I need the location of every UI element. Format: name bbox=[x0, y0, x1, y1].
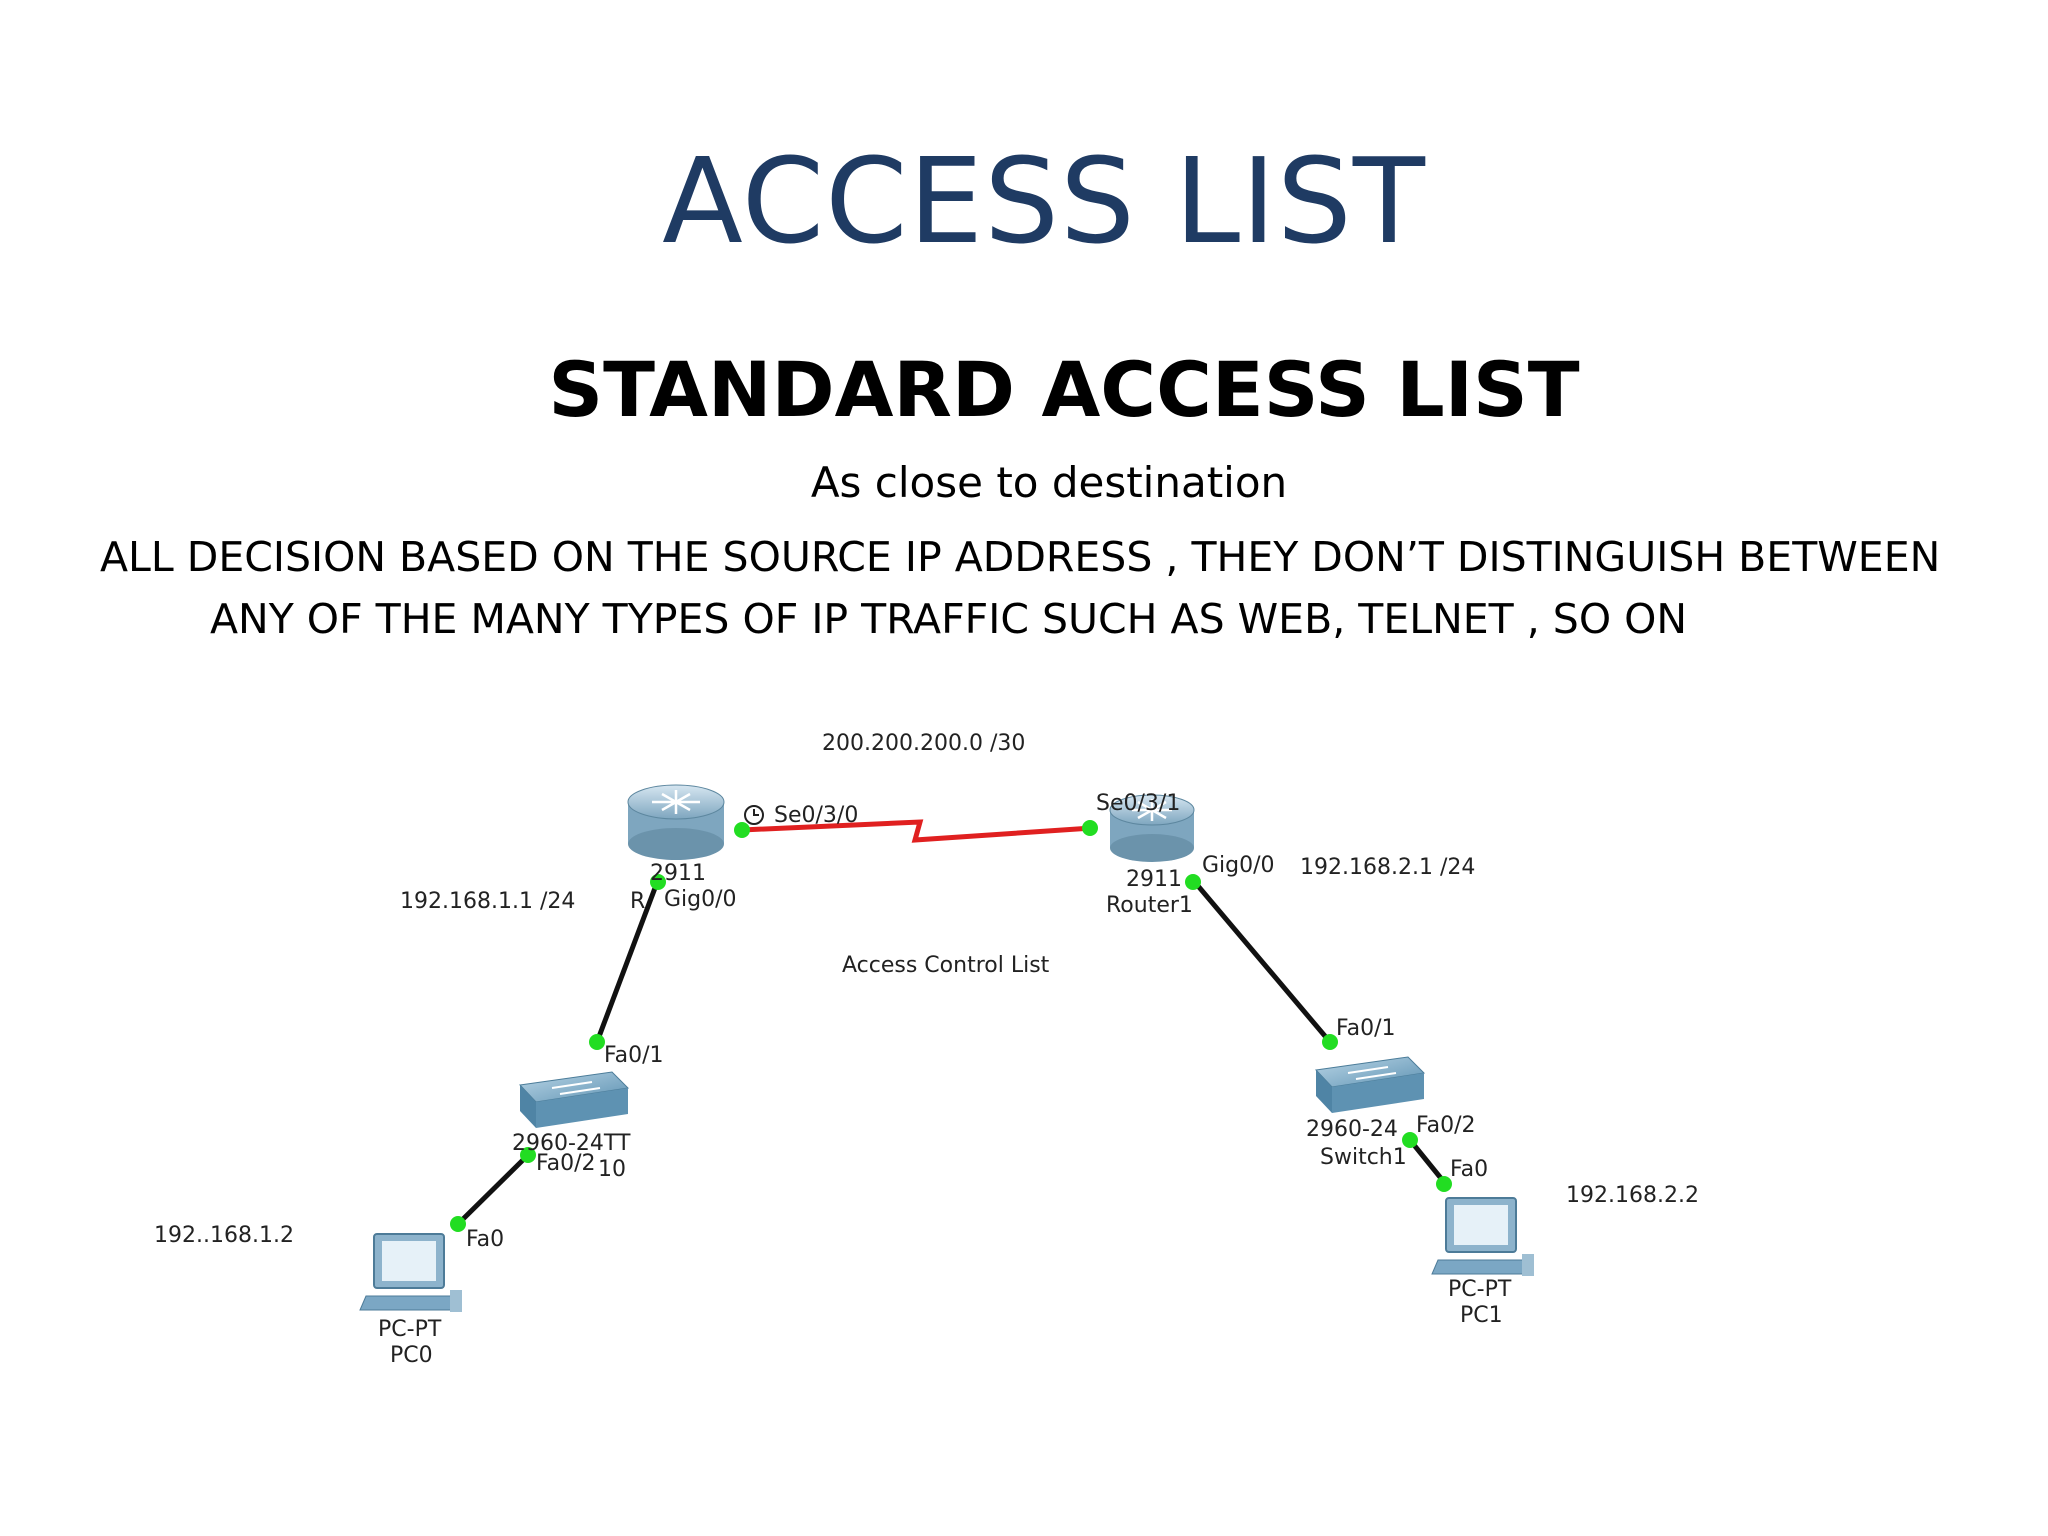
pc0-type-label: PC-PT bbox=[378, 1317, 442, 1342]
slide-tagline: As close to destination bbox=[810, 458, 1288, 507]
r1-model-label: 2911 bbox=[1126, 867, 1182, 892]
ethernet-link-r1-sw1 bbox=[1191, 878, 1332, 1044]
ethernet-link-r0-sw0 bbox=[594, 879, 661, 1043]
r1-name-label: Router1 bbox=[1106, 893, 1193, 918]
sw0-model-label: 2960-24TT bbox=[512, 1131, 631, 1156]
port-dot-se0-3-1 bbox=[1082, 820, 1098, 836]
port-dot-sw0-fa0-2 bbox=[520, 1147, 536, 1163]
switch-icon bbox=[1314, 1056, 1426, 1113]
sw0-downlink-label: Fa0/2 bbox=[536, 1151, 596, 1176]
r0-serial-label: Se0/3/0 bbox=[774, 803, 858, 828]
router-icon bbox=[1109, 794, 1195, 862]
wan-network-label: 200.200.200.0 /30 bbox=[822, 731, 1025, 756]
switch-icon bbox=[518, 1071, 630, 1128]
port-dot-r0-gig0-0 bbox=[650, 874, 666, 890]
r1-gig-label: Gig0/0 bbox=[1202, 853, 1275, 878]
clock-icon bbox=[744, 805, 764, 825]
sw0-uplink-label: Fa0/1 bbox=[604, 1043, 664, 1068]
router-icon bbox=[627, 784, 725, 860]
body-line-1: ALL DECISION BASED ON THE SOURCE IP ADDR… bbox=[100, 533, 1941, 581]
slide-title: ACCESS LIST bbox=[662, 132, 1426, 270]
ethernet-link-sw0-pc0 bbox=[456, 1153, 530, 1226]
r1-serial-label: Se0/3/1 bbox=[1096, 791, 1180, 816]
r0-gig-label: Gig0/0 bbox=[664, 887, 737, 912]
sw1-name-label: Switch1 bbox=[1320, 1145, 1407, 1170]
network-topology-diagram: 200.200.200.0 /30 Se0/3/0 Se0/3/1 2911 R… bbox=[154, 731, 1699, 1368]
port-status-dots bbox=[450, 820, 1452, 1232]
r0-model-label: 2911 bbox=[650, 861, 706, 886]
port-dot-pc0-fa0 bbox=[450, 1216, 466, 1232]
pc1-ip-label: 192.168.2.2 bbox=[1566, 1183, 1699, 1208]
port-dot-r1-gig0-0 bbox=[1185, 874, 1201, 890]
pc1-name-label: PC1 bbox=[1460, 1303, 1503, 1328]
sw1-downlink-label: Fa0/2 bbox=[1416, 1113, 1476, 1138]
port-dot-sw0-fa0-1 bbox=[589, 1034, 605, 1050]
slide-body: ALL DECISION BASED ON THE SOURCE IP ADDR… bbox=[100, 526, 2008, 650]
r1-lan-ip-label: 192.168.2.1 /24 bbox=[1300, 855, 1475, 880]
port-dot-sw1-fa0-1 bbox=[1322, 1034, 1338, 1050]
pc-icon bbox=[359, 1233, 462, 1312]
serial-link bbox=[741, 819, 1093, 843]
ethernet-link-sw1-pc1 bbox=[1408, 1138, 1446, 1184]
sw1-model-label: 2960-24 bbox=[1306, 1117, 1398, 1142]
port-dot-pc1-fa0 bbox=[1436, 1176, 1452, 1192]
pc0-ip-label: 192..168.1.2 bbox=[154, 1223, 294, 1248]
body-line-2: ANY OF THE MANY TYPES OF IP TRAFFIC SUCH… bbox=[210, 595, 1688, 643]
port-dot-sw1-fa0-2 bbox=[1402, 1132, 1418, 1148]
sw0-suffix-label: 10 bbox=[598, 1157, 626, 1182]
sw1-uplink-label: Fa0/1 bbox=[1336, 1016, 1396, 1041]
pc0-name-label: PC0 bbox=[390, 1343, 433, 1368]
r0-name-label: R bbox=[630, 889, 645, 914]
center-acl-label: Access Control List bbox=[842, 953, 1050, 978]
pc0-port-label: Fa0 bbox=[466, 1227, 504, 1252]
pc1-port-label: Fa0 bbox=[1450, 1157, 1488, 1182]
port-dot-se0-3-0 bbox=[734, 822, 750, 838]
slide-subtitle: STANDARD ACCESS LIST bbox=[548, 345, 1580, 434]
pc1-type-label: PC-PT bbox=[1448, 1277, 1512, 1302]
pc-icon bbox=[1431, 1197, 1534, 1276]
r0-lan-ip-label: 192.168.1.1 /24 bbox=[400, 889, 575, 914]
